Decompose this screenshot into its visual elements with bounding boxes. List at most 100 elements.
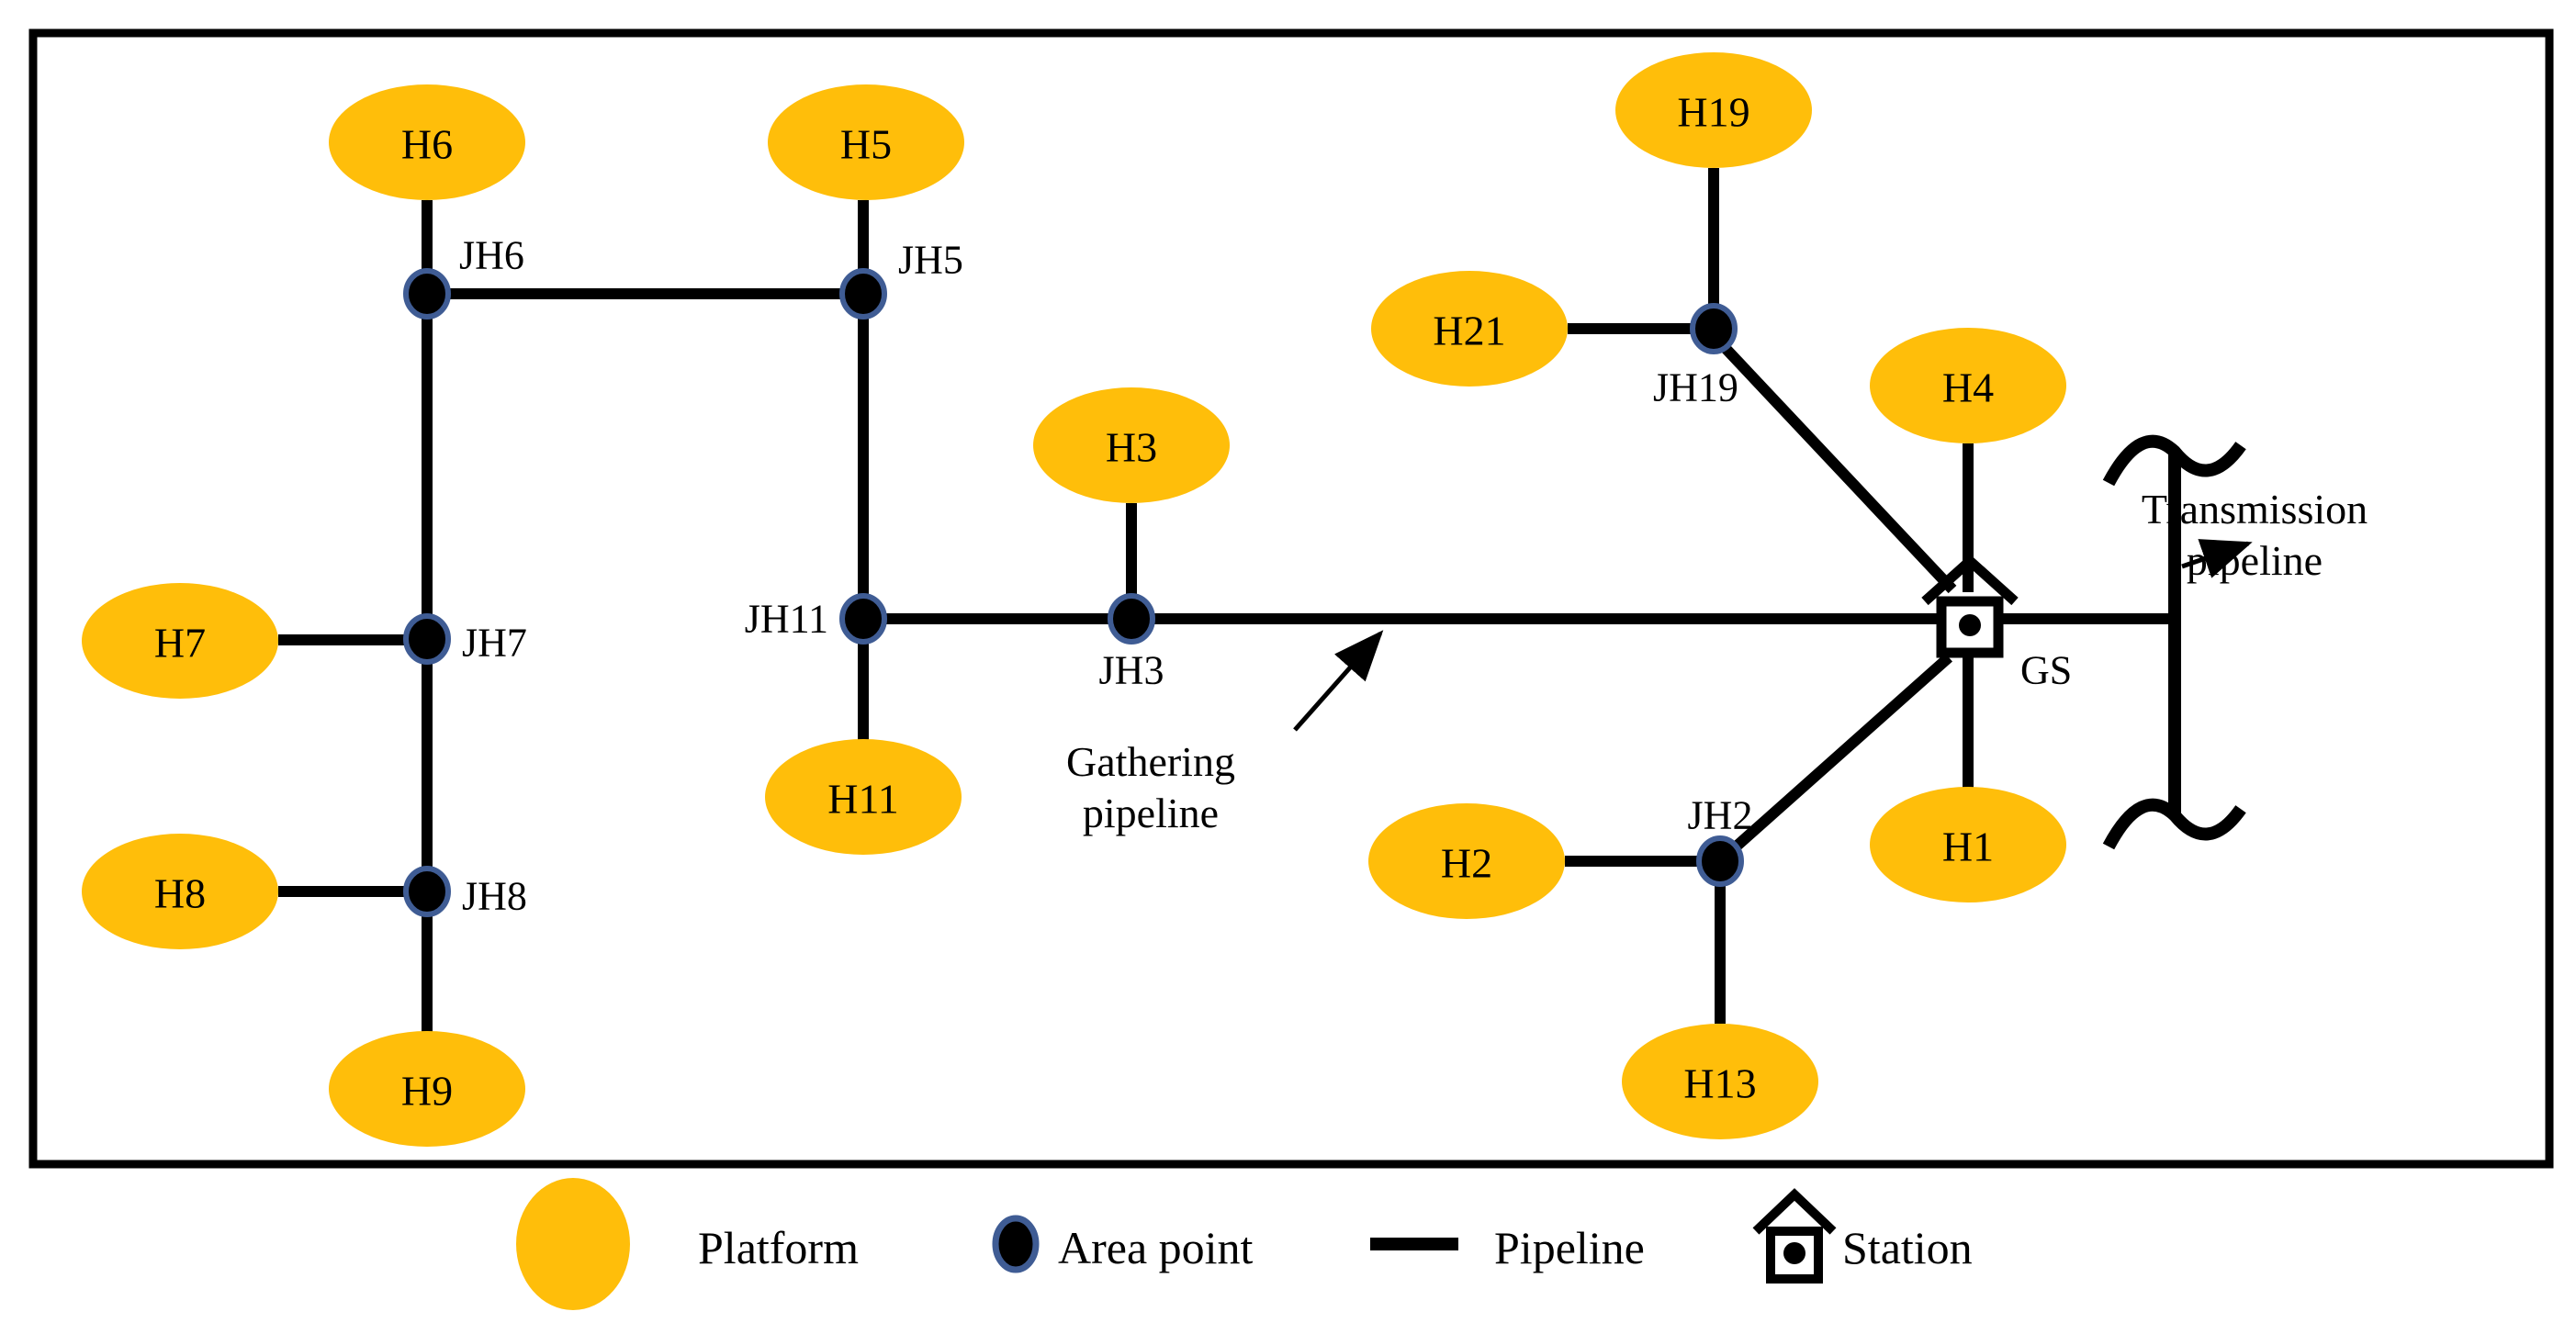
area-point-JH19-label: JH19 [1653,365,1738,410]
annotation-layer: Gathering pipeline Transmission pipeline [1066,486,2368,836]
legend-item-pipeline: Pipeline [1370,1222,1645,1273]
platform-H8[interactable]: H8 [82,834,278,949]
platform-H5[interactable]: H5 [768,84,964,200]
platform-H6-label: H6 [401,121,453,168]
area-point-JH11-label: JH11 [745,597,828,642]
station-layer: GS [1921,554,2072,693]
platform-H21[interactable]: H21 [1371,271,1568,387]
transmission-break-top-icon [2102,434,2246,487]
platform-H9[interactable]: H9 [329,1031,525,1147]
gathering-pipeline-label: Gathering pipeline [1066,738,1235,836]
gathering-pipeline-label-line: Gathering [1066,738,1235,785]
legend-item-area-point: Area point [992,1215,1254,1273]
area-point-JH2[interactable] [1696,835,1744,887]
platform-H21-label: H21 [1433,308,1505,354]
platform-H13-shape [1622,1024,1818,1139]
platform-H9-shape [329,1031,525,1147]
legend-item-pipeline-label: Pipeline [1494,1222,1645,1273]
legend-item-platform: Platform [516,1178,859,1310]
area-point-JH11[interactable] [839,593,887,645]
platform-H1-shape [1870,787,2066,902]
area-point-JH5-label: JH5 [898,238,963,283]
platform-H5-label: H5 [840,121,892,168]
pipeline-segment-JH19-GS[interactable] [1715,337,1957,594]
area-point-icon [992,1215,1040,1273]
platform-H13[interactable]: H13 [1622,1024,1818,1139]
area-point-JH5[interactable] [839,268,887,319]
legend-item-area-point-label: Area point [1058,1222,1254,1273]
platform-H3[interactable]: H3 [1033,387,1230,503]
platform-H11-shape [765,739,962,855]
transmission-pipeline-label-line: Transmission [2142,486,2368,532]
area-point-JH5-shape [839,268,887,319]
station-gs-label: GS [2020,648,2072,693]
station-gs-roof-icon [1921,554,2019,606]
transmission-pipeline-arrow-icon [2181,539,2253,578]
platform-H4-label: H4 [1942,364,1994,411]
legend-item-station: Station [1752,1188,1973,1284]
station-gs[interactable] [1921,554,2019,658]
diagram-border [28,28,2554,1169]
legend-item-station-label: Station [1842,1222,1973,1273]
area-point-JH7-shape [403,613,451,665]
platform-H2-shape [1368,803,1565,919]
area-point-JH7-label: JH7 [462,621,527,666]
platform-H8-shape [82,834,278,949]
platform-H5-shape [768,84,964,200]
platform-H9-label: H9 [401,1068,453,1115]
area-point-JH2-label: JH2 [1688,793,1753,838]
platform-H1[interactable]: H1 [1870,787,2066,902]
platform-H21-shape [1371,271,1568,387]
area-point-JH8-shape [403,866,451,917]
platform-H8-label: H8 [154,870,206,917]
area-point-JH6-label: JH6 [459,233,524,278]
area-point-JH3[interactable] [1108,593,1155,645]
platform-icon [516,1178,630,1310]
gathering-pipeline-label-line: pipeline [1083,790,1219,836]
platform-H7-label: H7 [154,620,206,667]
platform-H1-label: H1 [1942,824,1994,870]
platform-H2[interactable]: H2 [1368,803,1565,919]
area-point-JH3-label: JH3 [1099,648,1164,693]
platform-H11-label: H11 [827,776,899,823]
gathering-pipeline-arrow-icon [1293,630,1384,732]
platform-H4-shape [1870,328,2066,443]
platform-H7-shape [82,583,278,699]
platform-H13-label: H13 [1683,1060,1756,1107]
transmission-break-bottom-icon [2102,798,2246,850]
area-point-JH7[interactable] [403,613,451,665]
legend: Platform Area point Pipeline Station [516,1178,1973,1310]
platform-H6[interactable]: H6 [329,84,525,200]
platform-H4[interactable]: H4 [1870,328,2066,443]
platform-H19[interactable]: H19 [1615,52,1812,168]
area-point-JH19-shape [1690,303,1738,354]
transmission-pipeline-label: Transmission pipeline [2142,486,2368,584]
platform-H3-label: H3 [1106,424,1157,471]
platform-H2-label: H2 [1441,840,1492,887]
station-icon-roof-icon [1752,1188,1837,1235]
pipeline-layer [278,168,2175,1033]
platform-H19-label: H19 [1677,89,1749,136]
platform-H7[interactable]: H7 [82,583,278,699]
platform-H6-shape [329,84,525,200]
diagram-frame [28,28,2554,1169]
area-point-JH8[interactable] [403,866,451,917]
pipeline-segment-GS-JH2[interactable] [1728,653,1952,855]
area-point-JH19[interactable] [1690,303,1738,354]
area-point-JH11-shape [839,593,887,645]
platform-H19-shape [1615,52,1812,168]
legend-item-platform-label: Platform [698,1222,859,1273]
platform-H11[interactable]: H11 [765,739,962,855]
transmission-pipeline-layer [2102,434,2246,850]
area-point-JH6[interactable] [403,268,451,319]
station-gs-dot-icon [1959,614,1981,636]
transmission-pipeline-label-line: pipeline [2187,537,2323,584]
station-icon-dot-icon [1783,1242,1805,1264]
platform-H3-shape [1033,387,1230,503]
area-point-JH3-shape [1108,593,1155,645]
area-point-JH6-shape [403,268,451,319]
